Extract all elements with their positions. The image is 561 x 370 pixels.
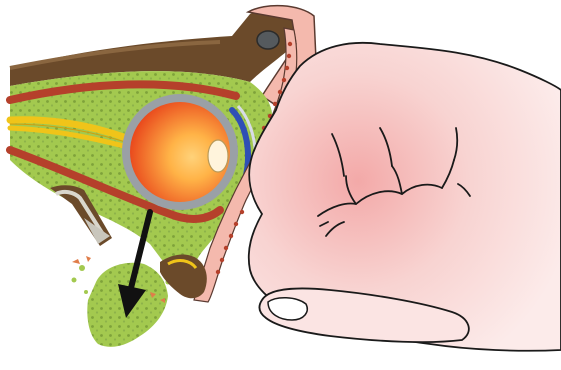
lens [208, 140, 228, 172]
frontal-sinus [257, 31, 279, 49]
fist-icon [249, 43, 561, 351]
